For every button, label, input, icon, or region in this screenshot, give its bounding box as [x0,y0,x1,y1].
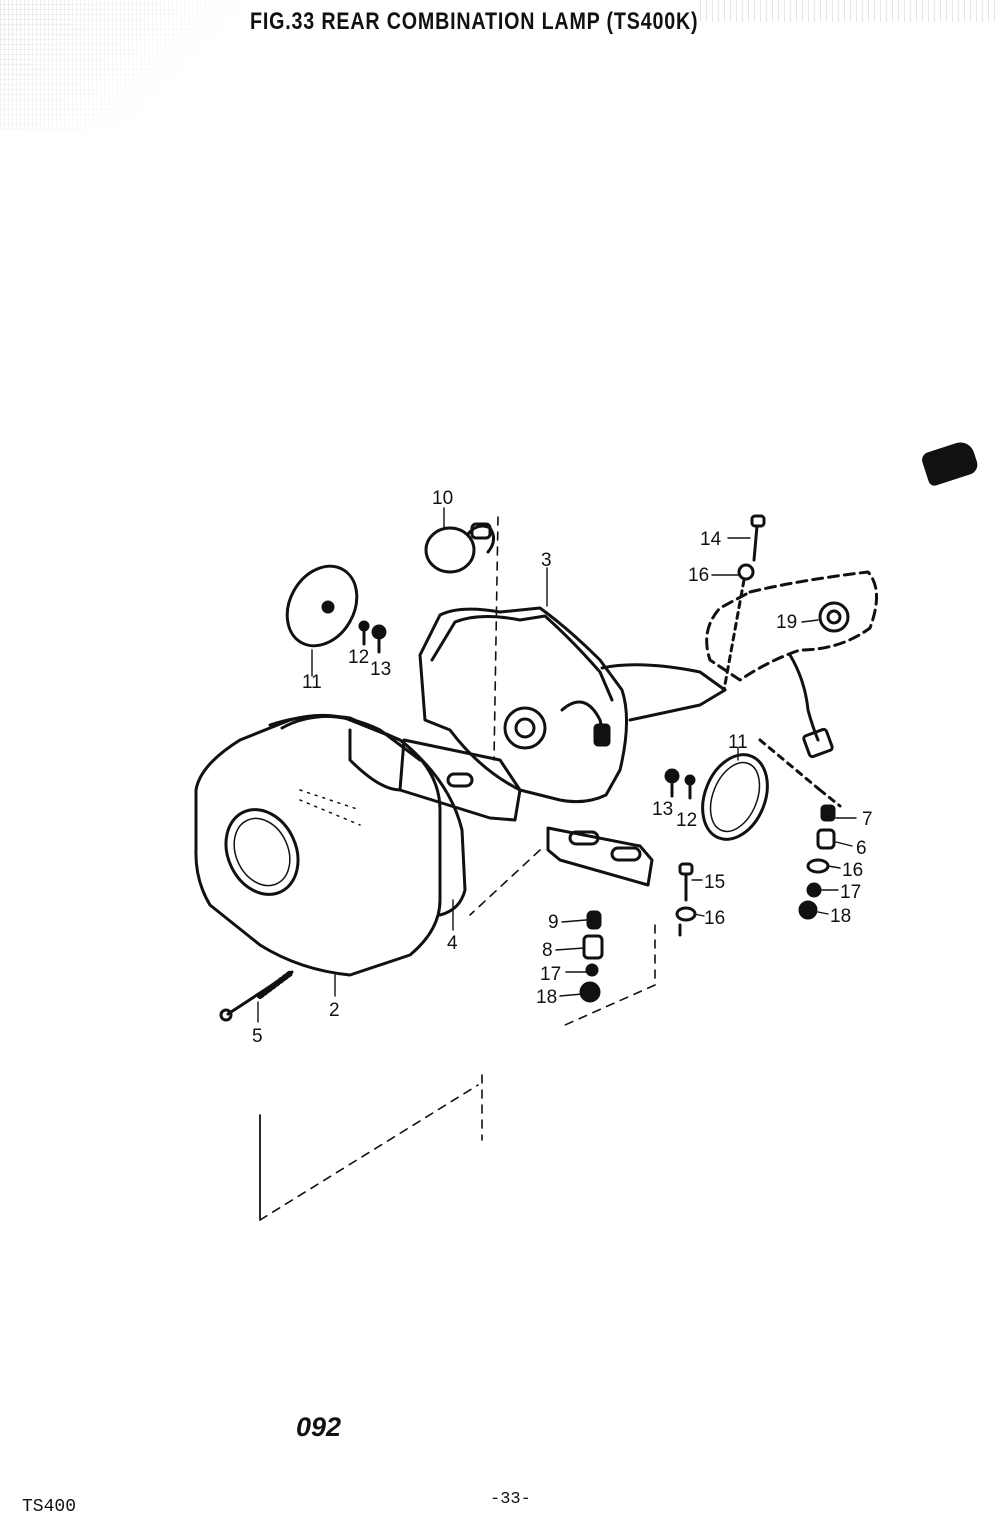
assembly-guide-lines [259,516,656,1221]
callout-10: 10 [432,488,453,509]
callout-6: 6 [856,838,867,859]
callout-11-left: 11 [302,672,322,693]
gasket-part-4 [280,714,467,917]
nut-part-13-left [371,624,387,654]
scan-noise [0,0,250,130]
diagram-code: 092 [296,1412,342,1442]
callout-18-right: 18 [830,906,851,927]
callout-12-right: 12 [676,810,697,831]
lens-part-11-right [701,753,769,841]
callout-19: 19 [776,612,797,633]
callout-13-left: 13 [370,659,391,680]
bulb-part-10 [424,522,495,574]
callout-16-right: 16 [842,860,863,881]
screw-part-14 [750,514,766,562]
light-part-19 [705,570,878,759]
lens-part-11-left [285,564,359,648]
bolt-part-5 [219,969,295,1022]
lamp-base-part-3 [418,606,628,804]
screw-part-12-right [684,774,696,800]
washer-part-16-top [737,563,755,581]
scan-noise-top [700,0,1000,22]
figure-title: FIG.33 REAR COMBINATION LAMP (TS400K) [250,8,699,35]
callout-2: 2 [329,1000,340,1021]
screw-part-15-stack [675,862,697,937]
callout-18-lower: 18 [536,987,557,1008]
callout-17-right: 17 [840,882,861,903]
callout-leaders [257,507,857,1023]
callout-14: 14 [700,529,722,550]
callout-7: 7 [862,809,873,830]
nut-part-13-right [664,768,680,798]
callout-8: 8 [542,940,553,961]
callout-16-top: 16 [688,565,709,586]
callout-13-right: 13 [652,799,673,820]
callout-15: 15 [704,872,725,893]
lamp-wire [600,663,727,692]
mounting-bracket [398,738,654,887]
callout-17-lower: 17 [540,964,561,985]
callout-12-left: 12 [348,647,369,668]
callout-11-right: 11 [728,732,748,753]
callout-5: 5 [252,1026,263,1047]
callout-4: 4 [447,933,458,954]
callout-9: 9 [548,912,559,933]
callout-3: 3 [541,550,552,571]
callout-16-mid: 16 [704,908,725,929]
page-number: -33- [490,1490,531,1509]
model-name: TS400 [22,1497,77,1517]
hardware-stack-lower [579,910,604,1003]
hardware-stack-right [758,738,842,920]
screw-part-12-left [358,620,370,646]
